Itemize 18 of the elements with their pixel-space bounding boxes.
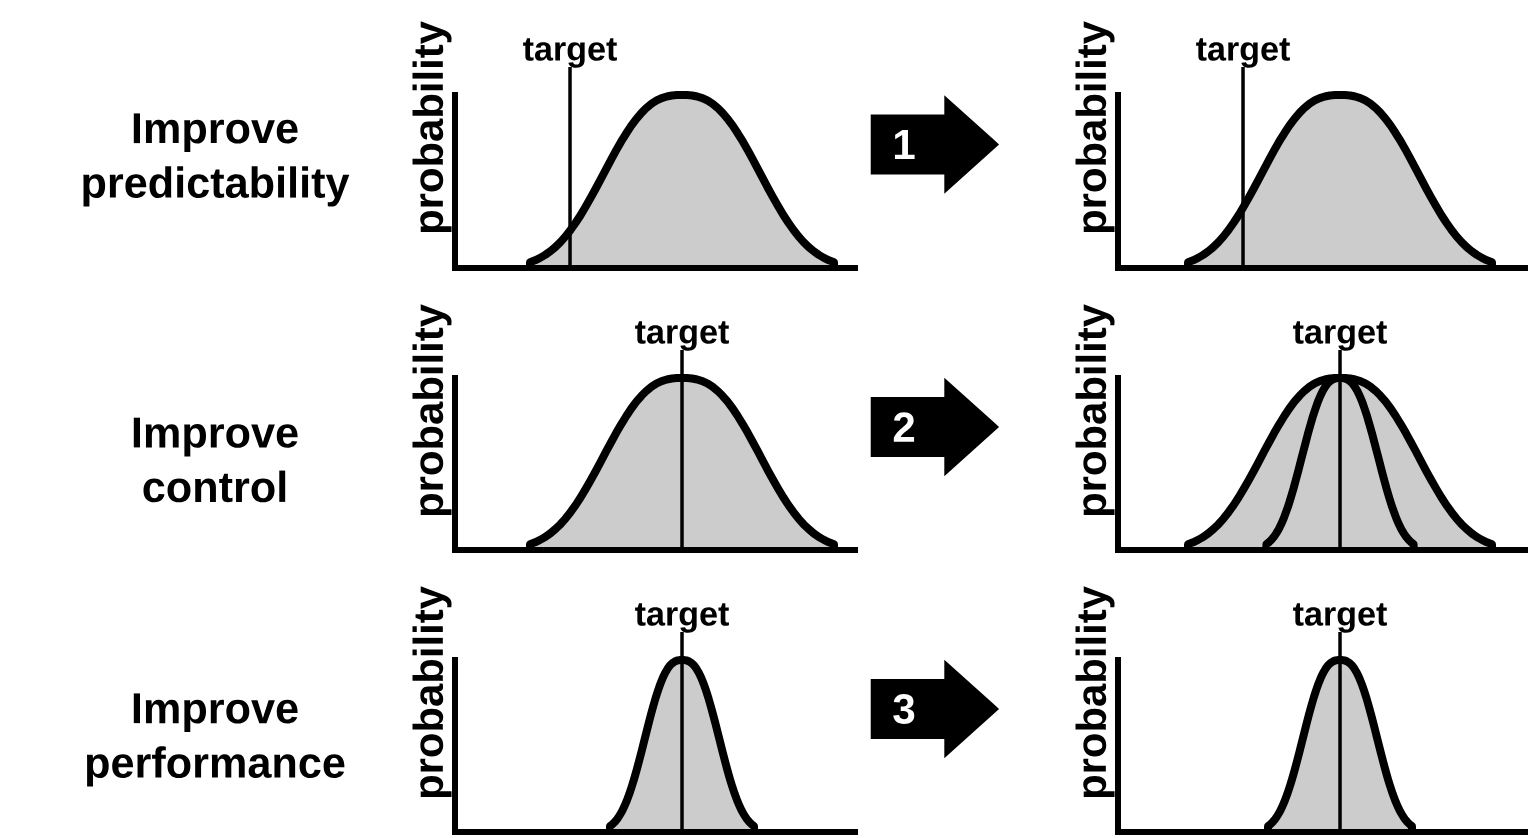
row-title: Improve control (133, 417, 298, 503)
axis-label: probability (412, 21, 452, 233)
target-label: target (523, 38, 617, 68)
step-number: 3 (875, 680, 934, 738)
row-title: Improve performance (86, 693, 345, 787)
axis-label: probability (412, 586, 452, 798)
axis-label: probability (1075, 21, 1115, 233)
axis-label: probability (1075, 304, 1115, 516)
step-number: 2 (875, 398, 934, 456)
target-label: target (1196, 38, 1290, 68)
axis-label: probability (412, 304, 452, 516)
row-title: Improve predictability (83, 113, 350, 207)
target-label: target (635, 321, 729, 351)
target-label: target (1293, 321, 1387, 351)
step-number: 1 (875, 115, 934, 174)
target-label: target (1293, 603, 1387, 633)
axis-label: probability (1075, 586, 1115, 798)
target-label: target (635, 603, 729, 633)
